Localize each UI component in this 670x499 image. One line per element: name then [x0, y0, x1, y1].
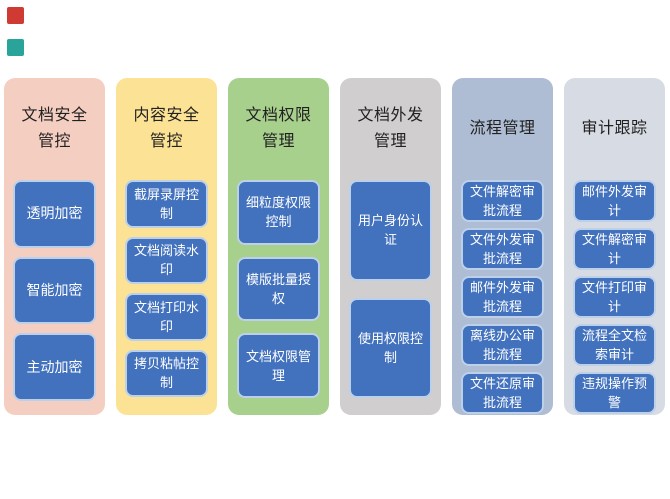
feature-column-content-security-control: 内容安全 管控 截屏录屏控制文档阅读水印文档打印水印拷贝粘帖控制: [116, 78, 217, 415]
column-title: 文档权限 管理: [245, 107, 312, 150]
feature-box: 文件打印审计: [573, 276, 656, 318]
column-title: 内容安全 管控: [133, 107, 200, 150]
column-items: 透明加密智能加密主动加密: [4, 180, 105, 415]
feature-box: 邮件外发审批流程: [461, 276, 544, 318]
feature-box: 文件解密审批流程: [461, 180, 544, 222]
feature-box: 文件解密审计: [573, 228, 656, 270]
feature-box: 文档阅读水印: [125, 236, 208, 284]
feature-box: 文档打印水印: [125, 293, 208, 341]
feature-box: 模版批量授权: [237, 256, 320, 322]
feature-column-doc-permission-mgmt: 文档权限 管理 细粒度权限控制模版批量授权文档权限管理: [228, 78, 329, 415]
feature-box: 截屏录屏控制: [125, 180, 208, 228]
feature-box: 离线办公审批流程: [461, 324, 544, 366]
column-items: 文件解密审批流程文件外发审批流程邮件外发审批流程离线办公审批流程文件还原审批流程: [452, 180, 553, 432]
feature-box: 文件外发审批流程: [461, 228, 544, 270]
feature-column-doc-security-control: 文档安全 管控 透明加密智能加密主动加密: [4, 78, 105, 415]
column-items: 细粒度权限控制模版批量授权文档权限管理: [228, 180, 329, 415]
feature-box: 用户身份认证: [349, 180, 432, 281]
column-title: 文档外发 管理: [357, 107, 424, 150]
column-items: 用户身份认证使用权限控制: [340, 180, 441, 415]
feature-box: 拷贝粘帖控制: [125, 349, 208, 397]
feature-box: 透明加密: [13, 180, 96, 248]
feature-box: 使用权限控制: [349, 297, 432, 398]
column-items: 截屏录屏控制文档阅读水印文档打印水印拷贝粘帖控制: [116, 180, 217, 415]
feature-box: 智能加密: [13, 256, 96, 325]
feature-box: 文件还原审批流程: [461, 372, 544, 414]
red-square-marker: [7, 7, 24, 24]
feature-box: 违规操作预警: [573, 372, 656, 414]
feature-columns: 文档安全 管控 透明加密智能加密主动加密 内容安全 管控 截屏录屏控制文档阅读水…: [4, 78, 665, 415]
feature-column-process-mgmt: 流程管理 文件解密审批流程文件外发审批流程邮件外发审批流程离线办公审批流程文件还…: [452, 78, 553, 415]
feature-box: 主动加密: [13, 333, 96, 402]
column-items: 邮件外发审计文件解密审计文件打印审计流程全文检索审计违规操作预警: [564, 180, 665, 432]
column-title: 审计跟踪: [581, 120, 648, 137]
feature-box: 文档权限管理: [237, 333, 320, 399]
feature-box: 流程全文检索审计: [573, 324, 656, 366]
teal-square-marker: [7, 39, 24, 56]
feature-column-doc-outgoing-mgmt: 文档外发 管理 用户身份认证使用权限控制: [340, 78, 441, 415]
feature-column-audit-tracking: 审计跟踪 邮件外发审计文件解密审计文件打印审计流程全文检索审计违规操作预警: [564, 78, 665, 415]
feature-box: 邮件外发审计: [573, 180, 656, 222]
column-title: 流程管理: [469, 120, 536, 137]
column-title: 文档安全 管控: [21, 107, 88, 150]
feature-box: 细粒度权限控制: [237, 180, 320, 245]
